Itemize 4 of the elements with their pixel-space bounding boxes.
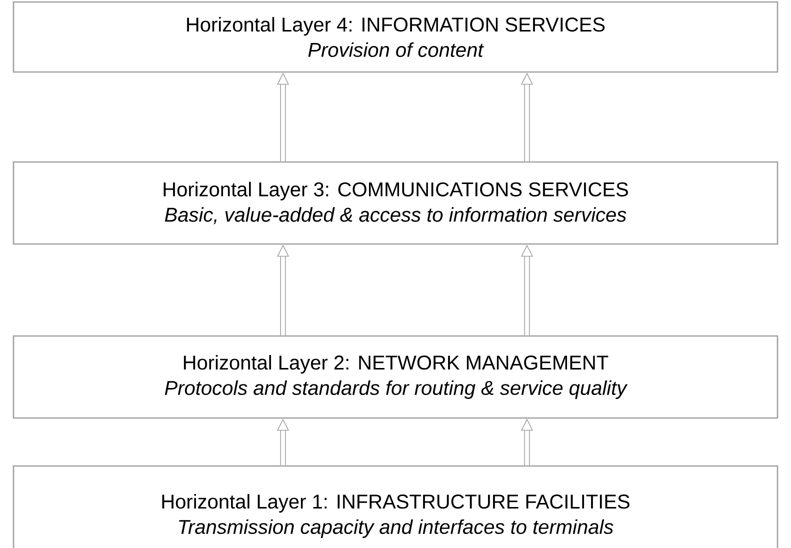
layer-box: Horizontal Layer 1: INFRASTRUCTURE FACILITIES Transmission capacity and interfaces to terminals [12,465,778,548]
layer-box: Horizontal Layer 4: INFORMATION SERVICES Provision of content [12,1,778,73]
layer-box: Horizontal Layer 2: NETWORK MANAGEMENT Protocols and standards for routing & service quality [12,335,778,419]
layer-box: Horizontal Layer 3: COMMUNICATIONS SERVICES Basic, value-added & access to information services [12,161,778,245]
